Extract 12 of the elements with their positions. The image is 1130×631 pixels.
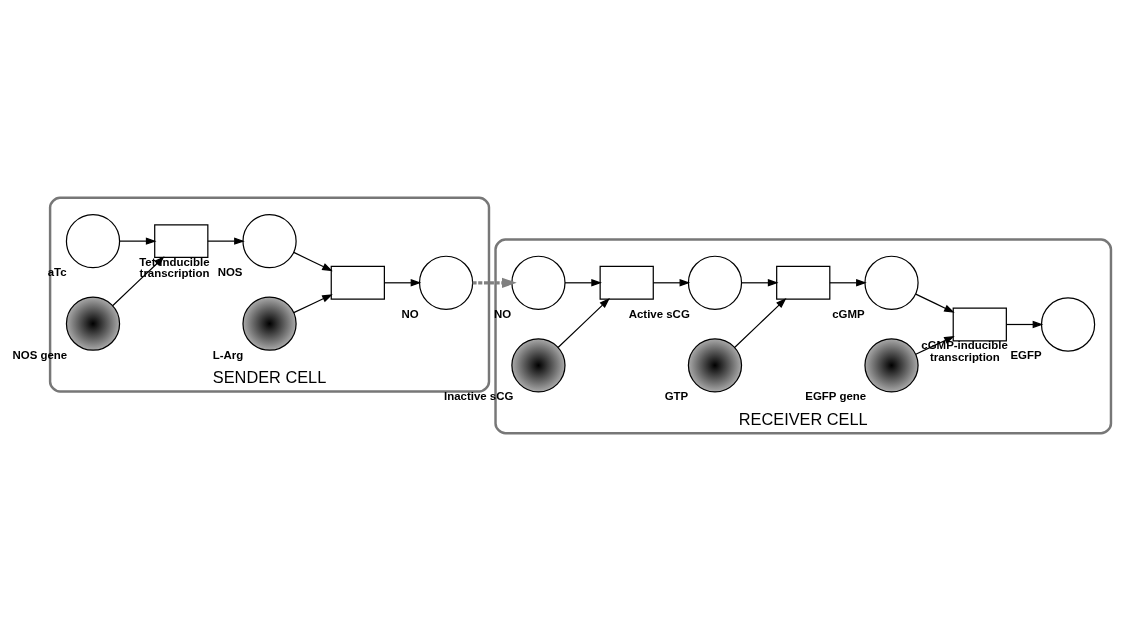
node-label: NOS	[217, 266, 243, 279]
node-label: GTP	[664, 390, 689, 403]
node-label: aTc	[47, 266, 67, 279]
node-label: Active sCG	[628, 307, 690, 320]
node-label: EGFP gene	[805, 390, 867, 403]
node-label: Inactive sCG	[444, 390, 514, 403]
node-label: NOS gene	[12, 348, 68, 361]
node-label: EGFP	[1010, 349, 1042, 362]
node-label: L-Arg	[212, 348, 244, 361]
node-label: NO	[493, 307, 512, 320]
node-label: cGMP	[832, 307, 865, 320]
node-label: NO	[401, 307, 419, 320]
